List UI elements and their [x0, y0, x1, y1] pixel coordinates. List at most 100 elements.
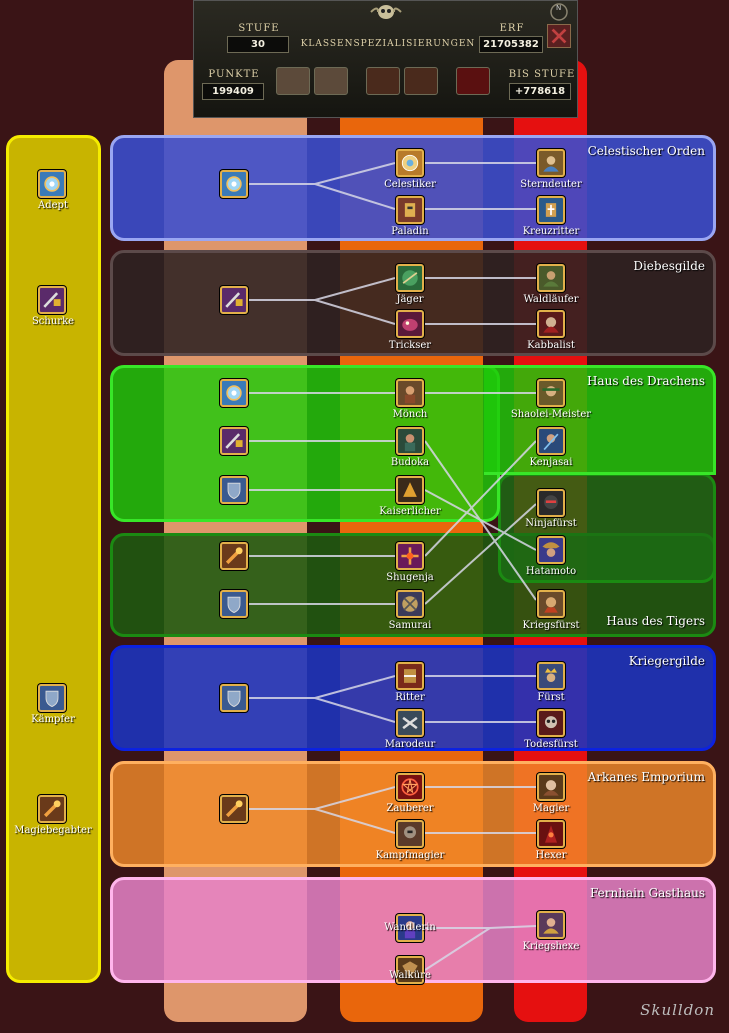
- specialization-label: Kaiserlicher: [379, 506, 441, 517]
- svg-text:N: N: [556, 4, 561, 12]
- base-class-column: [6, 135, 101, 983]
- adept-icon[interactable]: [220, 170, 248, 198]
- kaempfer-icon[interactable]: [220, 590, 248, 618]
- adept-icon[interactable]: [220, 379, 248, 407]
- specialization-label: Wandlerin: [384, 922, 436, 933]
- erf-value: 21705382: [479, 36, 543, 53]
- guild-title: Celestischer Orden: [587, 144, 705, 158]
- walkuere-icon[interactable]: [396, 956, 424, 984]
- bis-stufe-value: +778618: [509, 83, 571, 100]
- kampfmagier-icon[interactable]: [396, 820, 424, 848]
- filter-button-3[interactable]: [366, 67, 400, 95]
- filter-button-4[interactable]: [404, 67, 438, 95]
- stufe-label: STUFE: [238, 23, 280, 34]
- specialization-label: Kabbalist: [527, 340, 575, 351]
- adept-icon[interactable]: [38, 170, 66, 198]
- guild-title: Fernhain Gasthaus: [590, 886, 705, 900]
- base-class-label: Adept: [38, 200, 68, 211]
- hexer-icon[interactable]: [537, 820, 565, 848]
- close-icon[interactable]: [547, 24, 571, 48]
- sterndeuter-icon[interactable]: [537, 149, 565, 177]
- specialization-label: Ninjafürst: [525, 518, 577, 529]
- specialization-label: Jäger: [396, 294, 424, 305]
- schurke-icon[interactable]: [220, 286, 248, 314]
- filter-button-1[interactable]: [276, 67, 310, 95]
- jaeger-icon[interactable]: [396, 264, 424, 292]
- specialization-label: Shugenja: [386, 572, 434, 583]
- specialization-label: Hatamoto: [525, 566, 577, 577]
- ritter-icon[interactable]: [396, 662, 424, 690]
- schurke-icon[interactable]: [38, 286, 66, 314]
- budoka-icon[interactable]: [396, 427, 424, 455]
- wandlerin-icon[interactable]: [396, 914, 424, 942]
- specialization-label: Zauberer: [386, 803, 434, 814]
- specialization-label: Mönch: [392, 409, 428, 420]
- page-title: KLASSENSPEZIALISIERUNGEN: [300, 39, 476, 49]
- specialization-label: Trickser: [388, 340, 432, 351]
- specialization-label: Celestiker: [384, 179, 436, 190]
- specialization-label: Marodeur: [384, 739, 436, 750]
- specialization-label: Kriegshexe: [522, 941, 580, 952]
- guild-title: Arkanes Emporium: [587, 770, 705, 784]
- specialization-label: Walküre: [389, 970, 431, 981]
- guild-title: Haus des Drachens: [586, 374, 705, 388]
- kenjasai-icon[interactable]: [537, 427, 565, 455]
- hatamoto-icon[interactable]: [537, 536, 565, 564]
- kaempfer-icon[interactable]: [220, 684, 248, 712]
- paladin-icon[interactable]: [396, 196, 424, 224]
- kaiserlicher-icon[interactable]: [396, 476, 424, 504]
- compass-icon: N: [546, 1, 572, 21]
- kriegsfuerst-icon[interactable]: [537, 590, 565, 618]
- guild-haus-des-tigers-right-extension: [498, 473, 716, 583]
- kabbalist-icon[interactable]: [537, 310, 565, 338]
- kaempfer-icon[interactable]: [220, 476, 248, 504]
- marodeur-icon[interactable]: [396, 709, 424, 737]
- specialization-label: Kriegsfürst: [522, 620, 580, 631]
- specialization-label: Waldläufer: [523, 294, 579, 305]
- moench-icon[interactable]: [396, 379, 424, 407]
- specialization-label: Magier: [532, 803, 570, 814]
- trickser-icon[interactable]: [396, 310, 424, 338]
- erf-label: ERF: [499, 23, 525, 34]
- watermark: Skulldon: [640, 1001, 715, 1019]
- guild-haus-des-drachens-right: Haus des Drachens: [484, 365, 716, 475]
- specialization-label: Kampfmagier: [375, 850, 445, 861]
- kreuzritter-icon[interactable]: [537, 196, 565, 224]
- specialization-label: Hexer: [535, 850, 567, 861]
- base-class-label: Schurke: [31, 316, 75, 327]
- fuerst-icon[interactable]: [537, 662, 565, 690]
- celestiker-icon[interactable]: [396, 149, 424, 177]
- kaempfer-icon[interactable]: [38, 684, 66, 712]
- specialization-label: Sterndeuter: [520, 179, 582, 190]
- base-class-label: Magiebegabter: [14, 825, 92, 836]
- shaolei-meister-icon[interactable]: [537, 379, 565, 407]
- specialization-label: Paladin: [391, 226, 429, 237]
- magiebegabter-icon[interactable]: [38, 795, 66, 823]
- bis-stufe-label: BIS STUFE: [508, 69, 576, 80]
- punkte-label: PUNKTE: [208, 69, 260, 80]
- waldlaeufer-icon[interactable]: [537, 264, 565, 292]
- specialization-label: Ritter: [395, 692, 425, 703]
- shugenja-icon[interactable]: [396, 542, 424, 570]
- specialization-label: Shaolei-Meister: [510, 409, 592, 420]
- guild-title: Haus des Tigers: [606, 614, 705, 628]
- samurai-icon[interactable]: [396, 590, 424, 618]
- schurke-icon[interactable]: [220, 427, 248, 455]
- ninjafuerst-icon[interactable]: [537, 489, 565, 517]
- todesfuerst-icon[interactable]: [537, 709, 565, 737]
- specialization-label: Kreuzritter: [522, 226, 580, 237]
- specialization-label: Fürst: [537, 692, 565, 703]
- specialization-label: Kenjasai: [529, 457, 573, 468]
- specialization-label: Samurai: [388, 620, 432, 631]
- filter-button-5[interactable]: [456, 67, 490, 95]
- guild-title: Kriegergilde: [628, 654, 705, 668]
- kriegshexe-icon[interactable]: [537, 911, 565, 939]
- specialization-label: Budoka: [390, 457, 430, 468]
- magier-icon[interactable]: [537, 773, 565, 801]
- magiebegabter-icon[interactable]: [220, 542, 248, 570]
- magiebegabter-icon[interactable]: [220, 795, 248, 823]
- filter-button-2[interactable]: [314, 67, 348, 95]
- zauberer-icon[interactable]: [396, 773, 424, 801]
- base-class-label: Kämpfer: [31, 714, 75, 725]
